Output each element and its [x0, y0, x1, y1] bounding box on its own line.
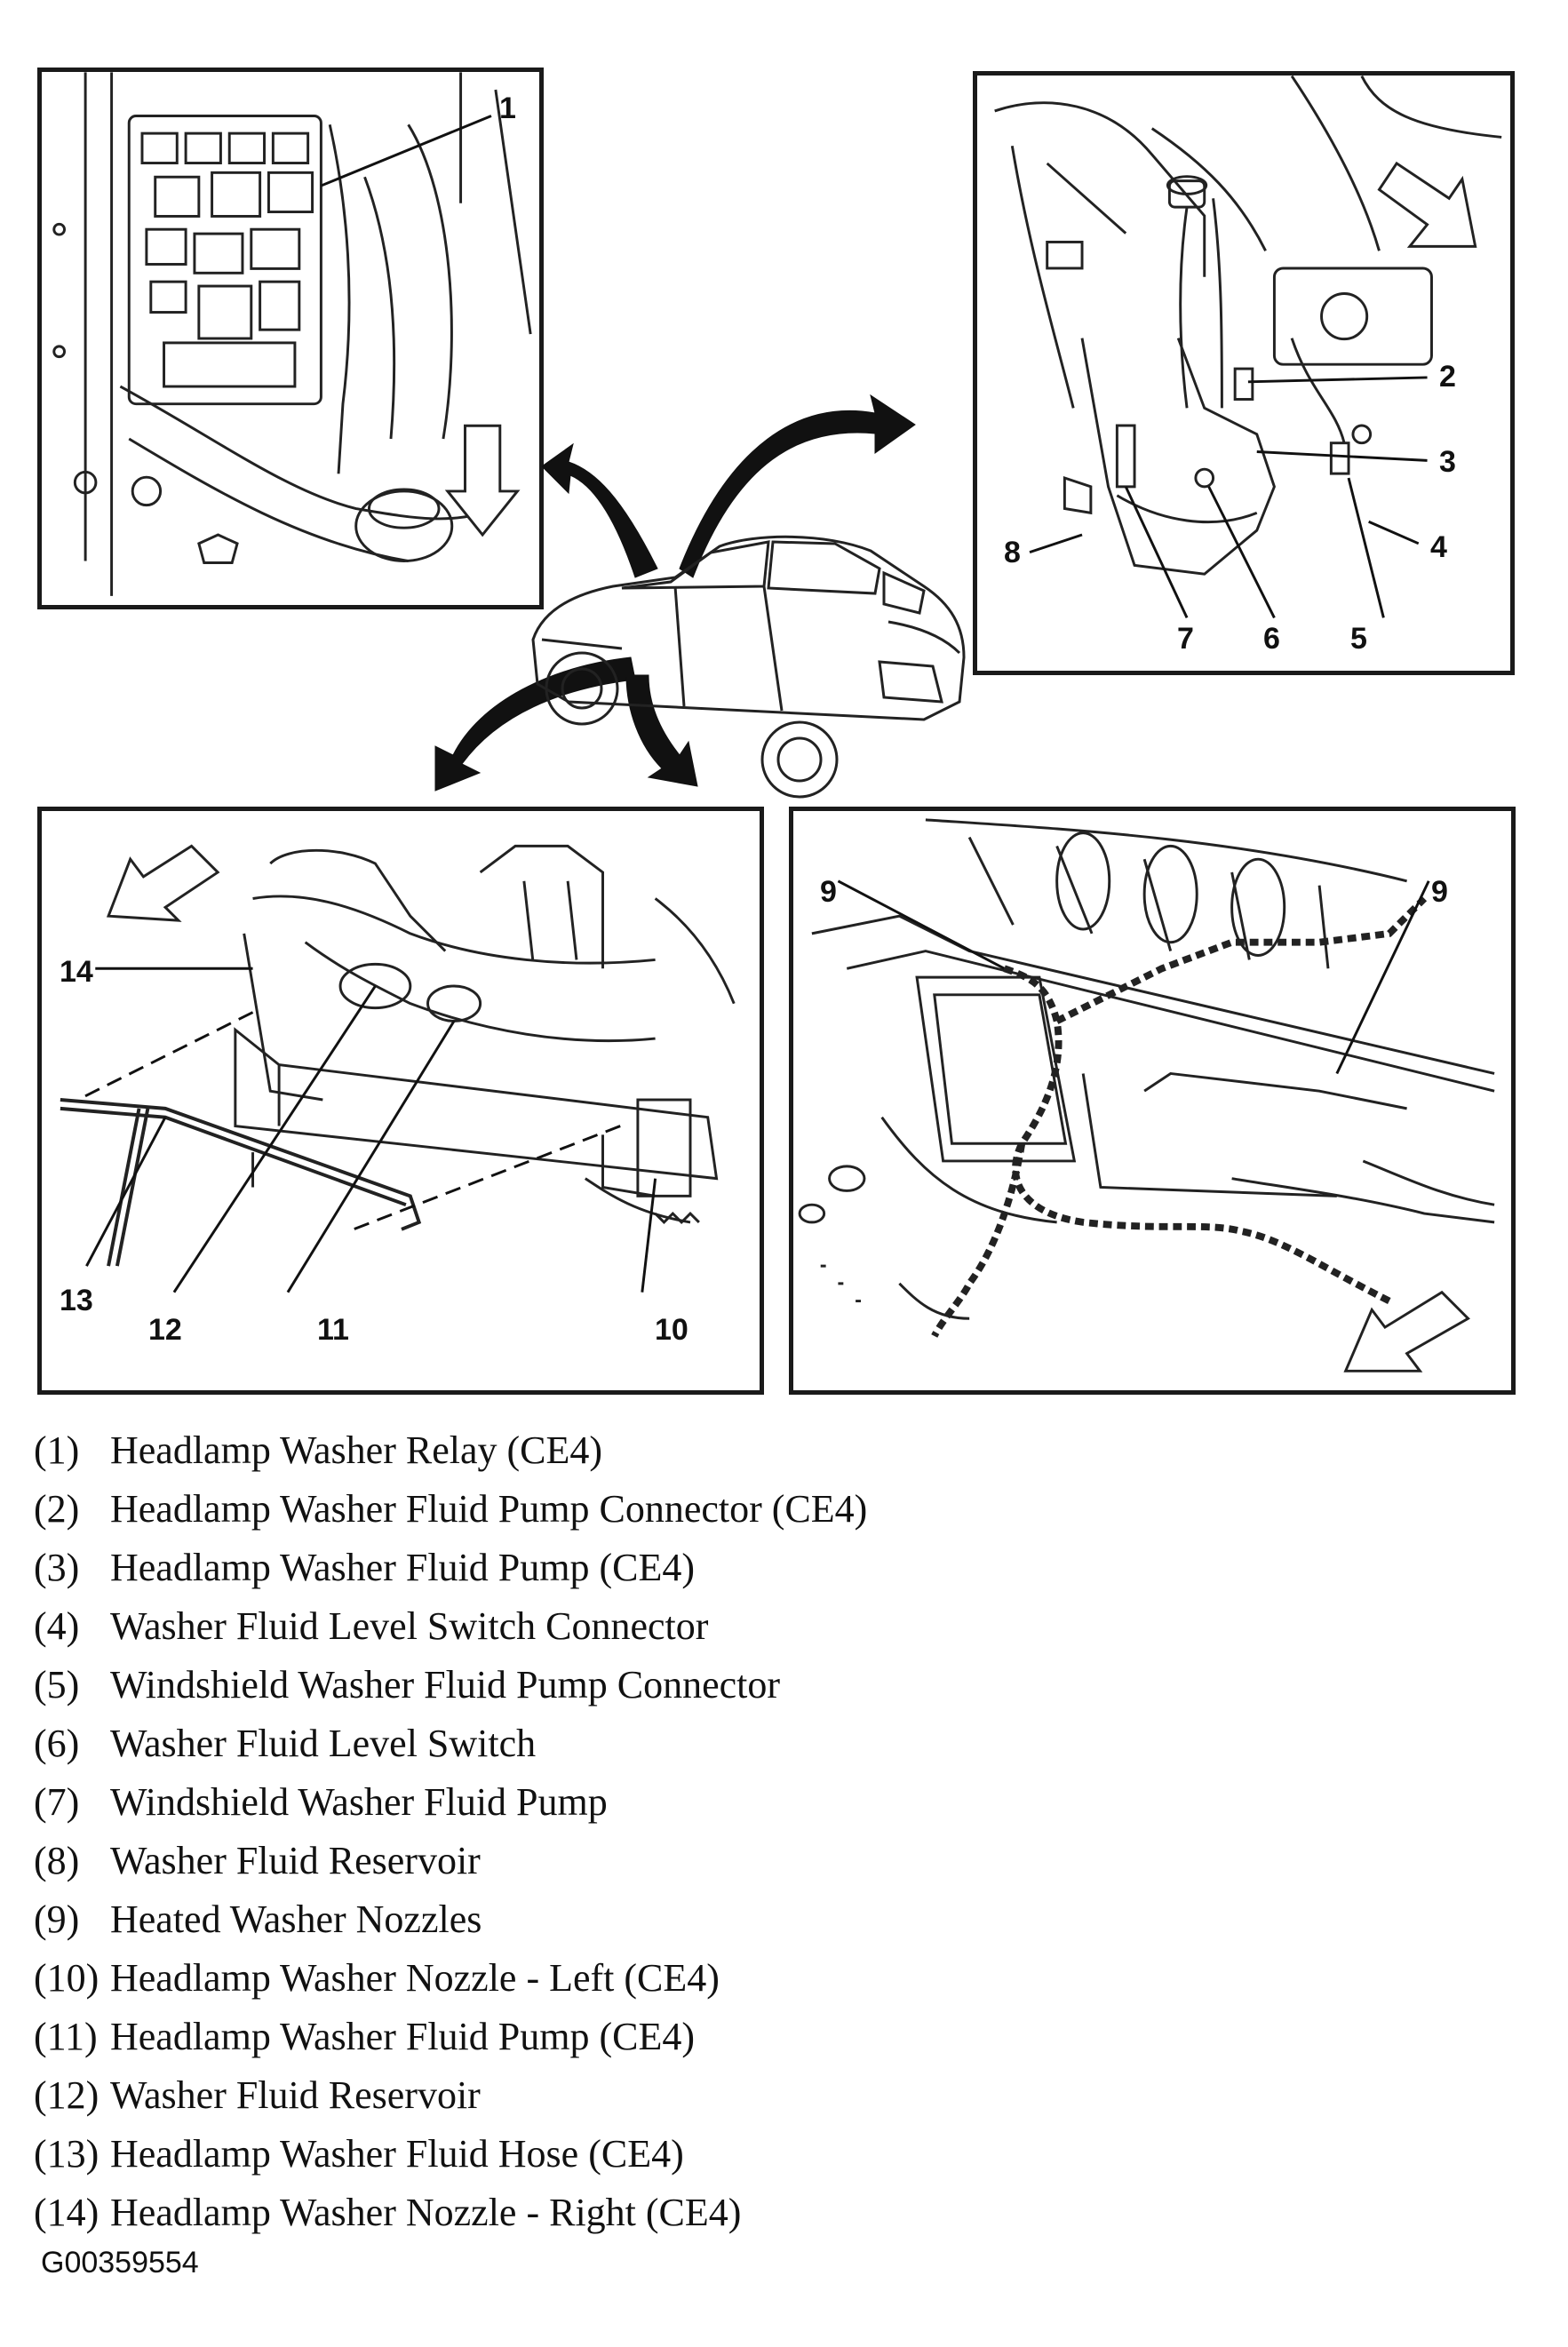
legend-item-label: Washer Fluid Reservoir — [110, 1839, 481, 1882]
legend-item-index: (11) — [34, 2015, 98, 2058]
callout-12: 12 — [148, 1313, 182, 1347]
callout-8: 8 — [1004, 536, 1021, 569]
legend-item-index: (2) — [34, 1487, 80, 1531]
legend-item-label: Headlamp Washer Fluid Pump (CE4) — [110, 2015, 696, 2058]
legend-item-label: Headlamp Washer Nozzle - Right (CE4) — [110, 2191, 742, 2234]
legend-item-label: Headlamp Washer Nozzle - Left (CE4) — [110, 1956, 720, 2000]
direction-arrow-icon — [1343, 1290, 1470, 1372]
legend-item: (12)Washer Fluid Reservoir — [34, 2066, 1366, 2125]
legend-item: (8) Washer Fluid Reservoir — [34, 1832, 1366, 1890]
legend-item-label: Heated Washer Nozzles — [110, 1897, 482, 1941]
headlamp-washer-drawing — [60, 844, 736, 1293]
panel-headlamp-washer: 14 13 12 11 10 — [37, 807, 764, 1395]
panel-relay-location: 1 — [37, 68, 544, 609]
legend-item-index: (7) — [34, 1780, 80, 1824]
legend-item-label: Headlamp Washer Fluid Pump Connector (CE… — [110, 1487, 868, 1531]
direction-arrow-icon — [106, 844, 220, 922]
panel-reservoir-pumps: 2 3 4 8 7 6 5 — [973, 71, 1515, 675]
legend-item-label: Windshield Washer Fluid Pump — [110, 1780, 608, 1824]
legend-item-index: (10) — [34, 1956, 99, 2000]
callout-4: 4 — [1430, 530, 1447, 564]
legend-item-index: (5) — [34, 1663, 80, 1707]
legend-item: (1) Headlamp Washer Relay (CE4) — [34, 1421, 1366, 1480]
legend-item: (9) Heated Washer Nozzles — [34, 1890, 1366, 1949]
legend-item-label: Windshield Washer Fluid Pump Connector — [110, 1663, 781, 1707]
callout-9-left: 9 — [820, 875, 837, 909]
legend-item-index: (6) — [34, 1722, 80, 1765]
callout-14: 14 — [60, 955, 93, 989]
sedan-illustration — [531, 535, 966, 799]
legend-item: (7) Windshield Washer Fluid Pump — [34, 1773, 1366, 1832]
legend-item: (2) Headlamp Washer Fluid Pump Connector … — [34, 1480, 1366, 1539]
legend-item-label: Washer Fluid Level Switch Connector — [110, 1604, 709, 1648]
legend-item: (3) Headlamp Washer Fluid Pump (CE4) — [34, 1539, 1366, 1597]
reservoir-drawing — [994, 76, 1502, 619]
legend-item-index: (9) — [34, 1897, 80, 1941]
callout-5: 5 — [1350, 622, 1367, 656]
legend-item-index: (3) — [34, 1546, 80, 1589]
direction-arrow-icon — [1377, 161, 1477, 248]
callout-7: 7 — [1177, 622, 1194, 656]
legend-item: (11) Headlamp Washer Fluid Pump (CE4) — [34, 2008, 1366, 2066]
heated-nozzles-drawing — [798, 818, 1495, 1372]
legend-item: (14) Headlamp Washer Nozzle - Right (CE4) — [34, 2184, 1366, 2242]
legend-item-label: Washer Fluid Level Switch — [110, 1722, 537, 1765]
direction-arrow-down-icon — [444, 424, 521, 537]
callout-10: 10 — [655, 1313, 688, 1347]
legend-item-index: (13) — [34, 2132, 99, 2176]
callout-6: 6 — [1263, 622, 1280, 656]
figure-id: G00359554 — [41, 2246, 199, 2279]
legend-item-label: Headlamp Washer Relay (CE4) — [110, 1428, 603, 1472]
legend-item-label: Headlamp Washer Fluid Pump (CE4) — [110, 1546, 696, 1589]
legend-item-label: Headlamp Washer Fluid Hose (CE4) — [110, 2132, 684, 2176]
callout-11: 11 — [317, 1313, 349, 1347]
legend-item-index: (4) — [34, 1604, 80, 1648]
legend-item: (6) Washer Fluid Level Switch — [34, 1715, 1366, 1773]
callout-1: 1 — [499, 91, 516, 125]
callout-2: 2 — [1439, 360, 1456, 394]
callout-3: 3 — [1439, 445, 1456, 479]
legend-item-index: (1) — [34, 1428, 80, 1472]
panel-heated-nozzles: 9 9 — [789, 807, 1516, 1395]
relay-block-drawing — [52, 72, 532, 596]
legend-list: (1) Headlamp Washer Relay (CE4) (2) Headlam… — [34, 1421, 1366, 2242]
legend-item-index: (12) — [34, 2073, 99, 2117]
legend-item: (4) Washer Fluid Level Switch Connector — [34, 1597, 1366, 1656]
legend-item-index: (8) — [34, 1839, 80, 1882]
legend-item-label: Washer Fluid Reservoir — [110, 2073, 481, 2117]
legend-item: (10)Headlamp Washer Nozzle - Left (CE4) — [34, 1949, 1366, 2008]
callout-13: 13 — [60, 1284, 93, 1317]
callout-9-right: 9 — [1431, 875, 1448, 909]
legend-item: (13)Headlamp Washer Fluid Hose (CE4) — [34, 2125, 1366, 2184]
legend-item: (5) Windshield Washer Fluid Pump Connecto… — [34, 1656, 1366, 1715]
legend-item-index: (14) — [34, 2191, 99, 2234]
